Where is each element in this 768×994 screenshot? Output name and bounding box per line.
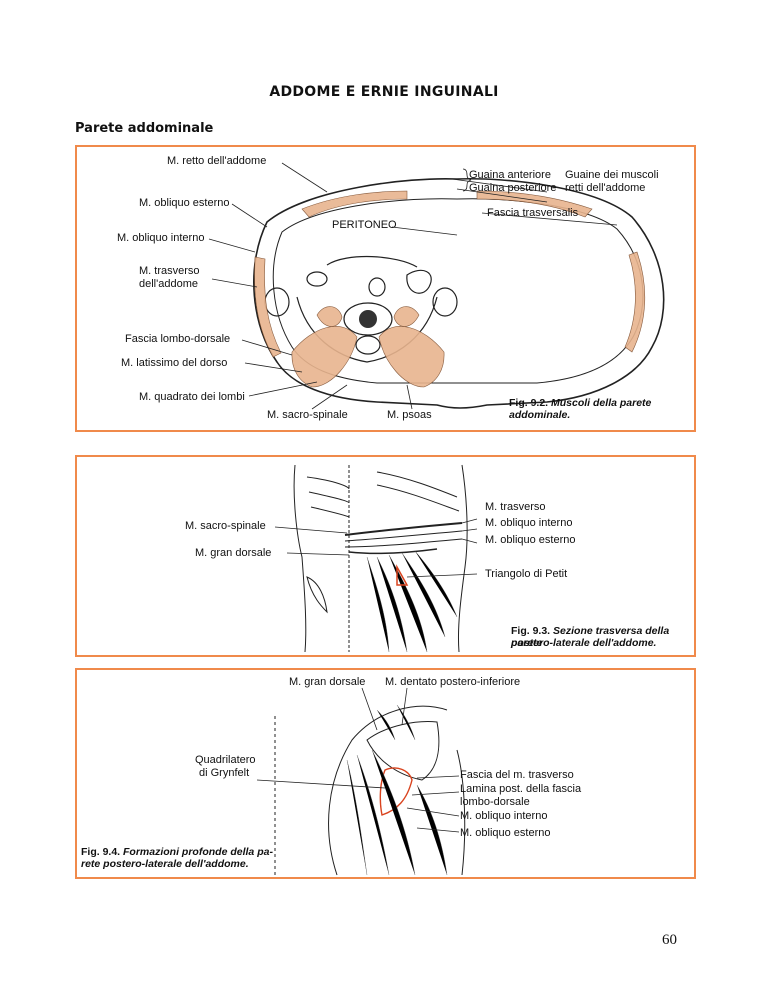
- label-obliquo-esterno: M. obliquo esterno: [460, 827, 551, 839]
- figure-9-2: M. retto dell'addome M. obliquo esterno …: [75, 145, 696, 432]
- label-dentato-postero-inferiore: M. dentato postero-inferiore: [385, 676, 521, 688]
- label-latissimo-dorso: M. latissimo del dorso: [121, 357, 228, 369]
- label-obliquo-interno: M. obliquo interno: [117, 232, 205, 244]
- figure-caption-line1: Fig. 9.3. Sezione trasversa della parete: [511, 625, 670, 649]
- label-trasverso: M. trasverso: [485, 501, 546, 513]
- label-lamina-line2: lombo-dorsale: [460, 796, 530, 808]
- label-obliquo-esterno: M. obliquo esterno: [139, 197, 230, 209]
- label-sacro-spinale: M. sacro-spinale: [267, 409, 348, 421]
- figure-caption-line1: Fig. 9.4. Formazioni profonde della pa-: [81, 846, 273, 858]
- abdominal-cross-section-illustration: [208, 162, 665, 410]
- label-fascia-trasversalis: Fascia trasversalis: [487, 207, 579, 219]
- figure-9-4: M. gran dorsale M. dentato postero-infer…: [75, 668, 696, 879]
- label-retto-addome: M. retto dell'addome: [167, 155, 267, 167]
- figure-caption-line2: addominale.: [509, 409, 571, 421]
- label-obliquo-interno: M. obliquo interno: [485, 517, 573, 529]
- posterolateral-wall-illustration: [274, 464, 478, 653]
- label-triangolo-petit: Triangolo di Petit: [485, 568, 568, 580]
- label-guaina-posteriore: Guaina posteriore: [469, 182, 557, 194]
- label-trasverso-line2: dell'addome: [139, 278, 198, 290]
- label-quadrilatero-line2: di Grynfelt: [199, 767, 250, 779]
- figure-caption-line2: rete postero-laterale dell'addome.: [81, 858, 249, 870]
- label-gran-dorsale: M. gran dorsale: [195, 547, 272, 559]
- label-fascia-lombo-dorsale: Fascia lombo-dorsale: [125, 333, 231, 345]
- label-sacro-spinale: M. sacro-spinale: [185, 520, 266, 532]
- label-trasverso-line1: M. trasverso: [139, 265, 200, 277]
- label-guaine-muscoli-line2: retti dell'addome: [565, 182, 646, 194]
- label-obliquo-esterno: M. obliquo esterno: [485, 534, 576, 546]
- label-peritoneo: PERITONEO: [332, 219, 397, 231]
- label-gran-dorsale: M. gran dorsale: [289, 676, 366, 688]
- label-quadrilatero-line1: Quadrilatero: [195, 754, 256, 766]
- figure-9-3: M. trasverso M. sacro-spinale M. obliquo…: [75, 455, 696, 657]
- deep-posterolateral-illustration: [256, 687, 466, 876]
- section-heading: Parete addominale: [75, 121, 214, 136]
- page-title: ADDOME E ERNIE INGUINALI: [269, 84, 499, 100]
- label-fascia-trasverso: Fascia del m. trasverso: [460, 769, 574, 781]
- figure-caption-line2: postero-laterale dell'addome.: [511, 637, 657, 649]
- label-psoas: M. psoas: [387, 409, 432, 421]
- figure-caption-line1: Fig. 9.2. Muscoli della parete: [509, 397, 652, 409]
- label-guaina-anteriore: Guaina anteriore: [469, 169, 551, 181]
- label-obliquo-interno: M. obliquo interno: [460, 810, 548, 822]
- page-number: 60: [662, 932, 677, 948]
- label-lamina-line1: Lamina post. della fascia: [460, 783, 582, 795]
- label-guaine-muscoli-line1: Guaine dei muscoli: [565, 169, 659, 181]
- label-quadrato-lombi: M. quadrato dei lombi: [139, 391, 245, 403]
